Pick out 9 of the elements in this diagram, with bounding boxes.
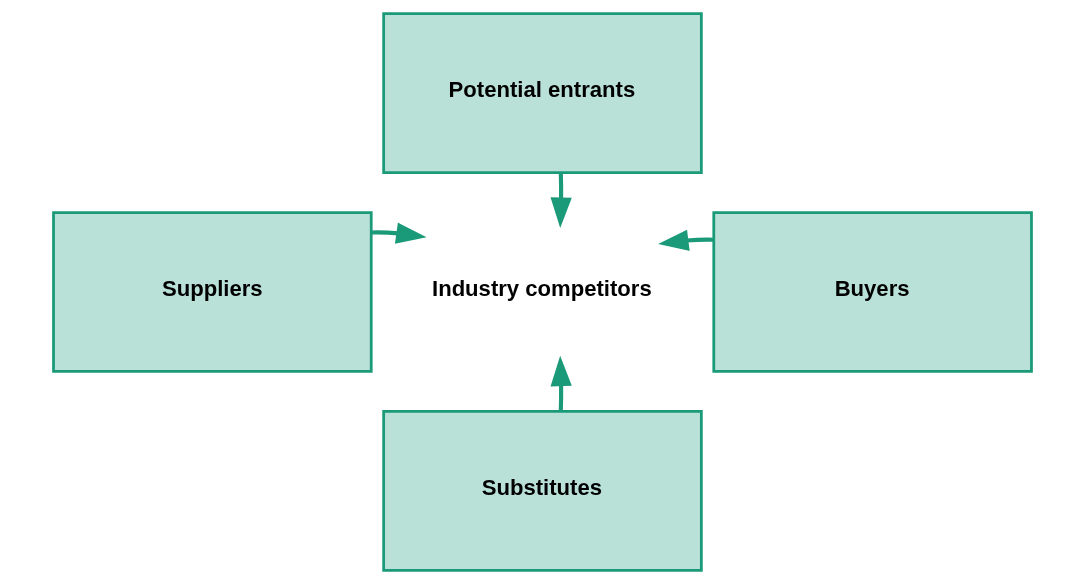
node-box: Substitutes [381, 410, 703, 572]
arrow [550, 172, 572, 228]
arrow [550, 355, 572, 412]
node-box: Buyers [711, 211, 1033, 373]
arrow [657, 229, 714, 251]
node-box: Suppliers [51, 211, 373, 373]
node-box: Potential entrants [381, 12, 703, 174]
arrow [371, 222, 427, 244]
node-text: Industry competitors [431, 275, 652, 301]
